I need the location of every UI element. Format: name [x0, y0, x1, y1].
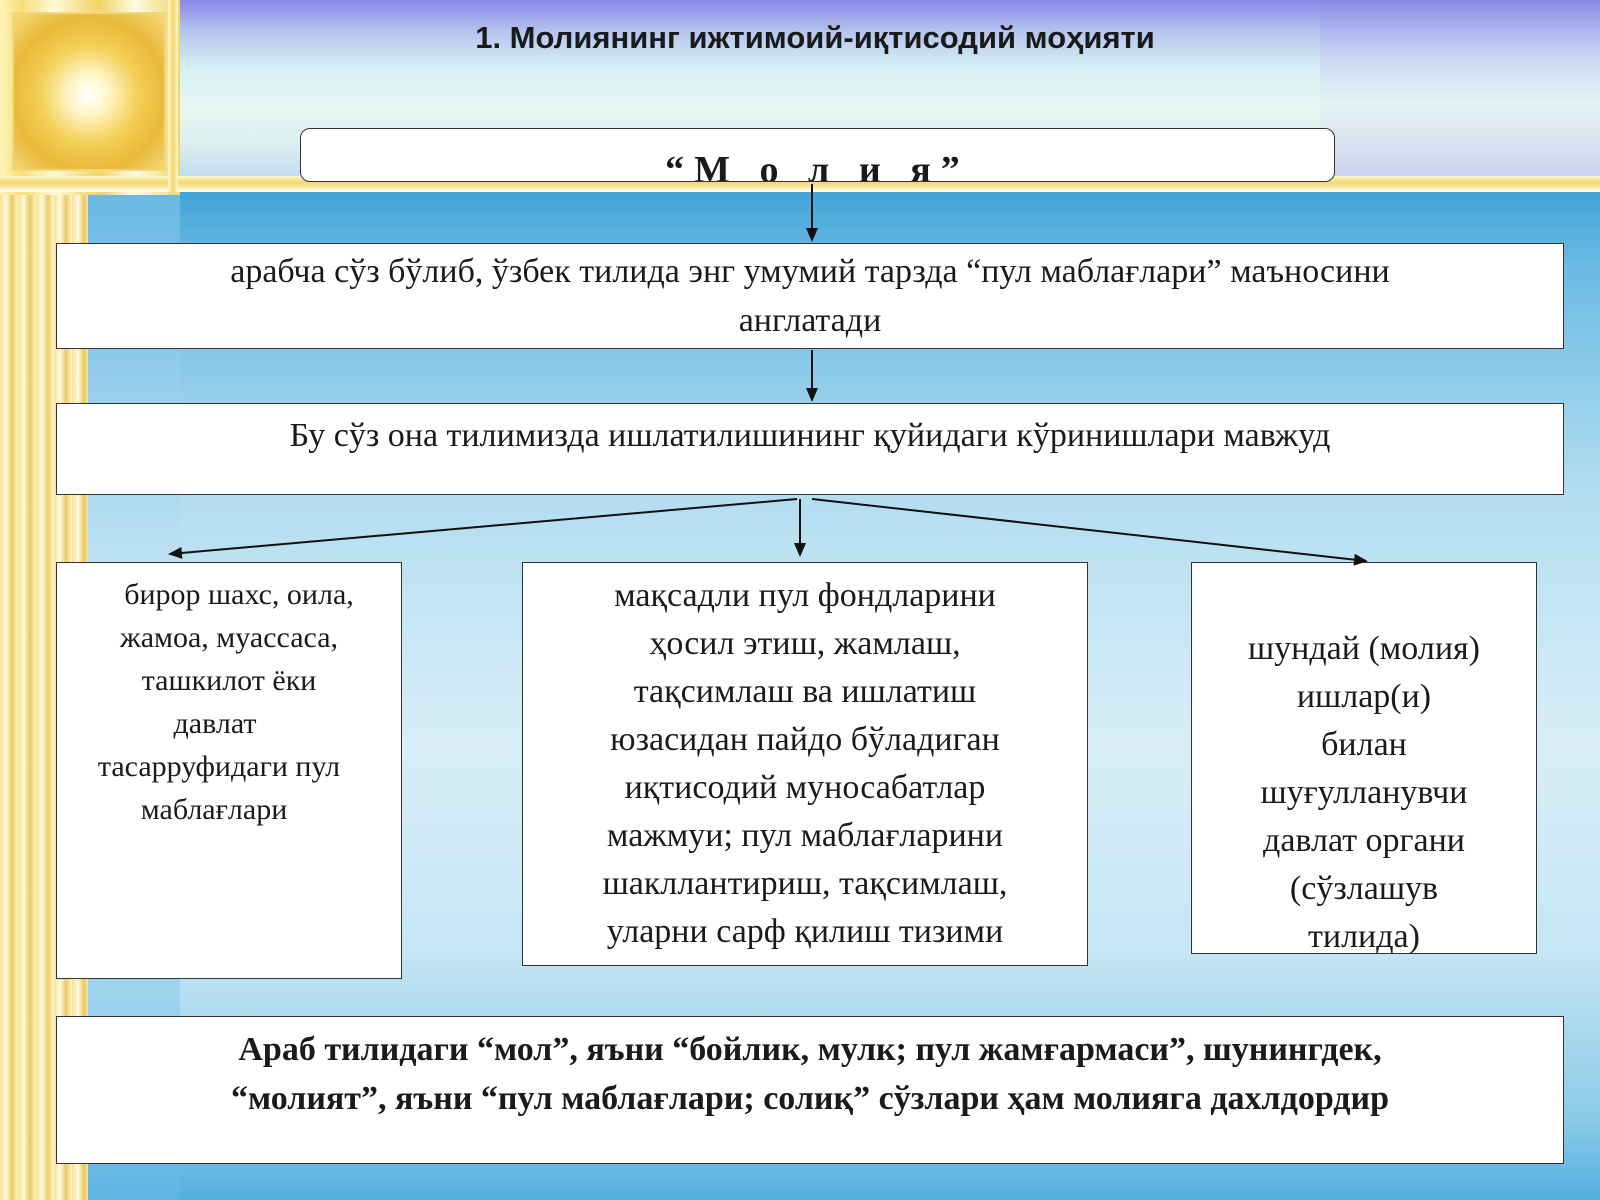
vertical-decor-band — [168, 0, 178, 192]
branch-line: шакллантириш, тақсимлаш, — [602, 865, 1008, 902]
usage-box: Бу сўз она тилимизда ишлатилишининг қуйи… — [56, 403, 1564, 495]
corner-decor-square — [12, 12, 166, 171]
etymology-box: Араб тилидаги “мол”, яъни “бойлик, мулк;… — [56, 1016, 1564, 1164]
branch-line: билан — [1321, 726, 1407, 763]
branch-line: (сўзлашув — [1289, 870, 1439, 907]
branch-line: ҳосил этиш, жамлаш, — [649, 625, 961, 662]
branch-line: уларни сарф қилиш тизими — [606, 913, 1004, 950]
branch-line: давлат органи — [1263, 822, 1465, 859]
branch-line: тасарруфидаги пул — [97, 750, 341, 783]
branch-line: шуғулланувчи — [1260, 774, 1468, 811]
concept-header-box: “М о л и я” — [300, 128, 1335, 182]
definition-box: арабча сўз бўлиб, ўзбек тилида энг умуми… — [56, 243, 1564, 349]
branch-box-funds: бирор шахс, оила, жамоа, муассаса, ташки… — [56, 562, 402, 979]
concept-header-text: “М о л и я” — [665, 149, 970, 182]
branch-line: ишлар(и) — [1296, 678, 1432, 715]
etymology-line: “молият”, яъни “пул маблағлари; солиқ” с… — [230, 1080, 1389, 1117]
definition-line: арабча сўз бўлиб, ўзбек тилида энг умуми… — [230, 253, 1390, 290]
slide-title: 1. Молиянинг ижтимоий-иқтисодий моҳияти — [475, 20, 1155, 55]
branch-line: иқтисодий муносабатлар — [624, 769, 986, 806]
branch-line: тилида) — [1308, 918, 1420, 955]
top-right-background — [1320, 0, 1600, 185]
definition-line: англатади — [738, 302, 882, 339]
branch-box-agency: шундай (молия) ишлар(и) билан шуғулланув… — [1191, 562, 1537, 955]
branch-line: давлат — [173, 707, 257, 740]
usage-text: Бу сўз она тилимизда ишлатилишининг қуйи… — [289, 417, 1331, 454]
etymology-line: Араб тилидаги “мол”, яъни “бойлик, мулк;… — [238, 1031, 1382, 1068]
branch-line: бирор шахс, оила, — [124, 578, 354, 611]
branch-line: ташкилот ёки — [141, 664, 317, 697]
branch-line: тақсимлаш ва ишлатиш — [633, 673, 977, 710]
branch-line: шундай (молия) — [1248, 630, 1480, 667]
branch-line: мақсадли пул фондларини — [614, 577, 996, 614]
branch-line: мажмуи; пул маблағларини — [606, 817, 1004, 854]
branch-line: жамоа, муассаса, — [119, 621, 339, 654]
branch-box-relations: мақсадли пул фондларини ҳосил этиш, жамл… — [522, 562, 1088, 966]
branch-line: маблағлари — [140, 793, 288, 826]
branch-line: юзасидан пайдо бўладиган — [610, 721, 1000, 758]
